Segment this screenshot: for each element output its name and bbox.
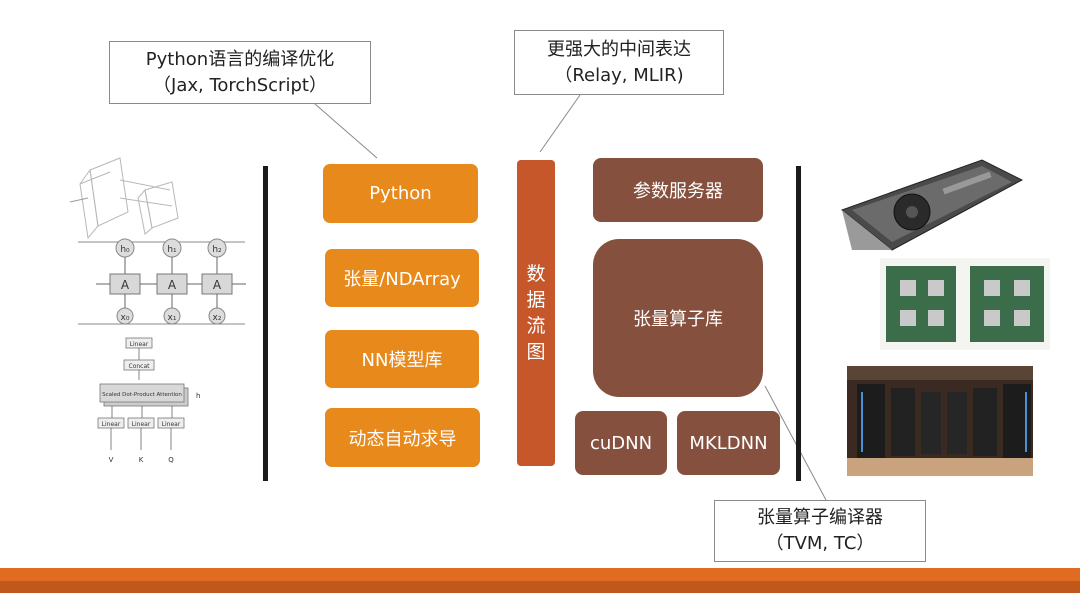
box-param-server-label: 参数服务器: [633, 181, 723, 202]
box-ndarray-label: 张量/NDArray: [343, 269, 461, 290]
divider-right: [796, 166, 801, 481]
dataflow-char-4: 图: [526, 341, 546, 363]
rack-5: [973, 388, 997, 456]
rnn-h1-label: h₁: [167, 245, 177, 255]
rnn-x1-node: [163, 307, 181, 325]
rnn-x1-label: x₁: [168, 313, 177, 323]
rnn-x0-label: x₀: [121, 313, 130, 323]
chip-7: [984, 310, 1000, 326]
connector-python: [314, 103, 378, 159]
box-cudnn: cuDNN: [575, 411, 667, 475]
callout-ir-line2: （Relay, MLIR): [554, 64, 684, 86]
dataflow-char-3: 流: [526, 315, 546, 337]
attn-sdpa: [99, 383, 185, 403]
rack-3: [921, 392, 941, 454]
box-nn-model-lib: NN模型库: [325, 330, 479, 388]
attn-h-label: h: [196, 392, 200, 400]
gpu-fan-hub: [906, 206, 918, 218]
box-tensor-lib: 张量算子库: [593, 239, 763, 397]
attn-linear-top-label: Linear: [130, 341, 149, 348]
callout-tensor-compiler-line1: 张量算子编译器: [757, 507, 883, 528]
divider-left: [263, 166, 268, 481]
box-python: Python: [323, 164, 478, 223]
callout-ir-line1: 更强大的中间表达: [547, 38, 691, 60]
attn-linear-v-label: Linear: [102, 421, 121, 428]
gpu-shroud: [852, 166, 1012, 242]
chip-1: [900, 280, 916, 296]
attn-input-v: V: [109, 456, 114, 464]
attn-sdpa-label: Scaled Dot-Product Attention: [102, 392, 182, 398]
box-mkldnn-label: MKLDNN: [689, 432, 768, 454]
rnn-cell-1-label: A: [168, 278, 177, 292]
callout-python-compile-line2: （Jax, TorchScript）: [153, 74, 327, 96]
rnn-x2-label: x₂: [213, 313, 222, 323]
callout-tensor-compiler: 张量算子编译器 （TVM, TC）: [714, 500, 926, 562]
box-cudnn-label: cuDNN: [589, 432, 653, 454]
rnn-x0-node: [116, 307, 134, 325]
callout-python-compile: Python语言的编译优化 （Jax, TorchScript）: [109, 41, 371, 104]
box-autograd: 动态自动求导: [325, 408, 480, 467]
rnn-cell-2-label: A: [213, 278, 222, 292]
connector-ir: [539, 94, 581, 153]
attn-input-q: Q: [168, 456, 174, 464]
rnn-diagram: h₀ h₁ h₂ A A A x₀ x₁ x₂: [78, 238, 246, 325]
callout-tensor-compiler-line2: （TVM, TC）: [765, 533, 875, 554]
rnn-h2-label: h₂: [212, 245, 222, 255]
gpu-card-image: [840, 159, 1024, 251]
chip-6: [1014, 280, 1030, 296]
rack-2: [891, 388, 915, 456]
model-illustrations: h₀ h₁ h₂ A A A x₀ x₁ x₂ Linear Concat: [69, 157, 246, 464]
rack-4: [947, 392, 967, 454]
dc-floor: [847, 458, 1033, 476]
server-board-image: [880, 258, 1050, 350]
dataflow-char-1: 数: [526, 263, 546, 285]
dataflow-graph-bar: 数 据 流 图: [517, 160, 555, 466]
rnn-cell-0-label: A: [121, 278, 130, 292]
callout-ir: 更强大的中间表达 （Relay, MLIR): [514, 30, 724, 95]
conv-net-sketch: [69, 157, 179, 240]
box-param-server: 参数服务器: [593, 158, 763, 222]
attn-input-k: K: [139, 456, 144, 464]
board-right: [970, 266, 1044, 342]
attn-linear-q-label: Linear: [162, 421, 181, 428]
datacenter-image: [847, 366, 1033, 476]
box-ndarray: 张量/NDArray: [325, 249, 479, 307]
rnn-x2-node: [208, 307, 226, 325]
callout-python-compile-line1: Python语言的编译优化: [145, 48, 335, 70]
footer-bar-bottom: [0, 581, 1080, 593]
attention-diagram: Linear Concat Scaled Dot-Product Attenti…: [97, 337, 200, 464]
board-left: [886, 266, 956, 342]
chip-5: [984, 280, 1000, 296]
footer-bar-top: [0, 568, 1080, 581]
connector-tensor-compiler: [764, 385, 827, 501]
dc-ceiling: [847, 366, 1033, 380]
chip-8: [1014, 310, 1030, 326]
box-autograd-label: 动态自动求导: [348, 428, 457, 450]
box-python-label: Python: [369, 183, 432, 204]
chip-4: [928, 310, 944, 326]
chip-3: [900, 310, 916, 326]
attn-linear-k-label: Linear: [132, 421, 151, 428]
dataflow-char-2: 据: [526, 289, 546, 311]
rack-1-leds: [861, 392, 863, 452]
rnn-h0-label: h₀: [120, 245, 130, 255]
box-mkldnn: MKLDNN: [677, 411, 780, 475]
chip-2: [928, 280, 944, 296]
box-tensor-lib-label: 张量算子库: [633, 309, 723, 330]
rack-6-leds: [1025, 392, 1027, 452]
gpu-bracket: [842, 210, 892, 250]
gpu-label-strip: [942, 171, 992, 195]
box-nn-model-lib-label: NN模型库: [361, 350, 443, 371]
attn-concat-label: Concat: [129, 363, 151, 370]
